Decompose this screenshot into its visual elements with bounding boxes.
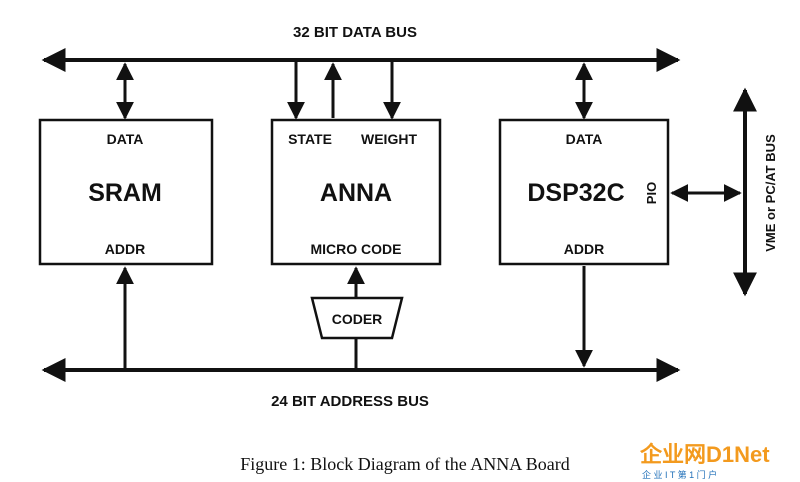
sram-title: SRAM bbox=[88, 179, 162, 207]
side-bus-label: VME or PC/AT BUS bbox=[763, 134, 778, 252]
anna-microcode-label: MICRO CODE bbox=[311, 241, 402, 257]
sram-data-label: DATA bbox=[107, 131, 144, 147]
figure-caption: Figure 1: Block Diagram of the ANNA Boar… bbox=[240, 454, 569, 474]
sram-block bbox=[38, 118, 214, 266]
anna-state-label: STATE bbox=[288, 131, 332, 147]
watermark-sub-text: 企 业 I T 第 1 门 户 bbox=[642, 469, 717, 480]
dsp-title: DSP32C bbox=[527, 179, 624, 207]
dsp-data-label: DATA bbox=[566, 131, 603, 147]
address-bus-label: 24 BIT ADDRESS BUS bbox=[271, 393, 429, 410]
anna-title: ANNA bbox=[320, 179, 392, 207]
coder-block bbox=[310, 296, 404, 340]
anna-weight-label: WEIGHT bbox=[361, 131, 417, 147]
dsp-addr-label: ADDR bbox=[564, 241, 604, 257]
coder-label: CODER bbox=[332, 311, 383, 327]
watermark-logo: 企业网D1Net 企 业 I T 第 1 门 户 bbox=[639, 442, 770, 480]
anna-block bbox=[270, 118, 442, 266]
data-bus-label: 32 BIT DATA BUS bbox=[293, 24, 417, 41]
watermark-main-text: 企业网D1Net bbox=[639, 442, 770, 467]
dsp-block bbox=[498, 118, 670, 266]
dsp-pio-label: PIO bbox=[644, 182, 659, 204]
sram-addr-label: ADDR bbox=[105, 241, 145, 257]
